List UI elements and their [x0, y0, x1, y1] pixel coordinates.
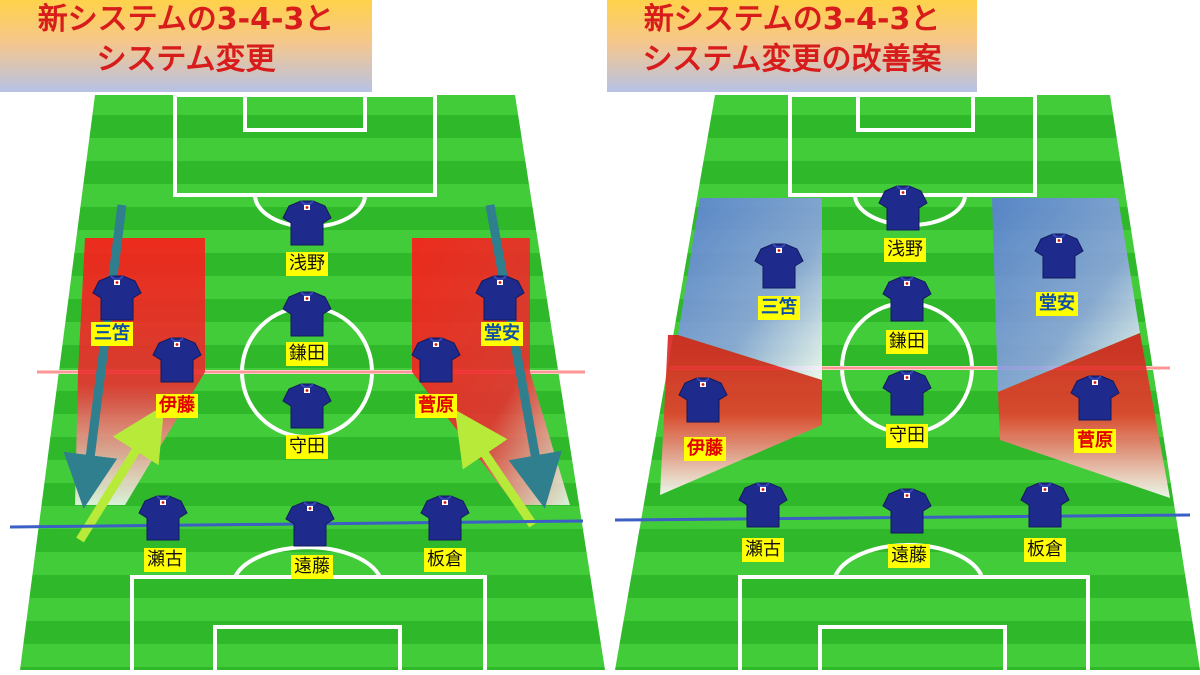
label-itakura-left: 板倉	[424, 548, 466, 572]
title-right-line1: 新システムの3-4-3と	[643, 2, 941, 37]
label-sugawara-left: 菅原	[415, 394, 457, 418]
label-endo-left: 遠藤	[291, 555, 333, 579]
label-itakura-right: 板倉	[1024, 538, 1066, 562]
title-left-line1: 新システムの3-4-3と	[37, 2, 335, 37]
title-right: 新システムの3-4-3と システム変更の改善案	[607, 0, 977, 92]
label-ito-left: 伊藤	[156, 394, 198, 418]
label-ito-right: 伊藤	[684, 437, 726, 461]
right-pitch	[614, 93, 1200, 675]
title-left-line2: システム変更	[96, 42, 276, 77]
label-morita-right: 守田	[886, 424, 928, 448]
label-doan-right: 堂安	[1036, 292, 1078, 316]
label-endo-right: 遠藤	[888, 544, 930, 568]
label-asano-left: 浅野	[286, 252, 328, 276]
left-pitch	[9, 93, 605, 675]
label-seko-left: 瀬古	[144, 548, 186, 572]
label-kamada-left: 鎌田	[286, 342, 328, 366]
arrow-icon	[76, 405, 165, 543]
title-right-line2: システム変更の改善案	[642, 42, 942, 77]
label-asano-right: 浅野	[884, 238, 926, 262]
label-mitoma-right: 三笘	[758, 296, 800, 320]
title-left: 新システムの3-4-3と システム変更	[0, 0, 372, 92]
arrow-icon	[454, 409, 537, 528]
label-doan-left: 堂安	[481, 322, 523, 346]
label-mitoma-left: 三笘	[91, 322, 133, 346]
label-kamada-right: 鎌田	[886, 330, 928, 354]
label-morita-left: 守田	[286, 435, 328, 459]
label-seko-right: 瀬古	[742, 538, 784, 562]
label-sugawara-right: 菅原	[1074, 429, 1116, 453]
